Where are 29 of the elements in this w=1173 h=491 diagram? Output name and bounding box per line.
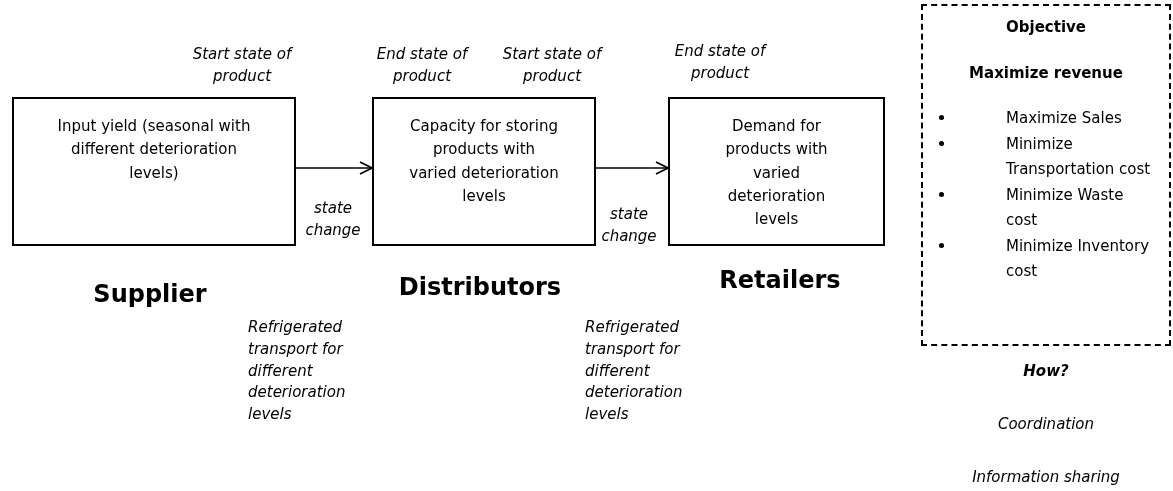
annotation-text: Coordination (996, 414, 1096, 435)
box-text: Capacity for storing products with varied deterioration levels (408, 116, 560, 207)
objective-item: Minimize Inventory cost (1006, 235, 1151, 282)
annotation-text: Start state of product (191, 44, 294, 87)
arrow (295, 161, 373, 175)
process-box (12, 97, 296, 246)
objective-heading: Maximize revenue (969, 64, 1123, 82)
annotation-text: End state of product (375, 44, 470, 87)
annotation-text: Start state of product (501, 44, 604, 87)
objective-heading: Objective (1006, 18, 1086, 36)
annotation-text: state change (600, 204, 658, 247)
annotation-text: Refrigerated transport for different deterioration levels (248, 317, 347, 425)
annotation-text: Refrigerated transport for different deterioration levels (585, 317, 684, 425)
annotation-text: Information sharing (971, 467, 1121, 488)
box-text: Demand for products with varied deterioration levels (724, 116, 829, 230)
box-text: Input yield (seasonal with different deterioration levels) (56, 116, 252, 184)
objective-item: Minimize Waste cost (1006, 184, 1125, 231)
process-box (372, 97, 596, 246)
arrow (595, 161, 669, 175)
stage-title: Distributors (397, 273, 563, 301)
objective-item: Minimize Transportation cost (1006, 133, 1152, 180)
stage-title: Retailers (718, 266, 842, 294)
stage-title: Supplier (92, 280, 208, 308)
process-box (668, 97, 885, 246)
objective-box (921, 4, 1171, 346)
annotation-text: End state of product (673, 41, 768, 84)
annotation-text: state change (304, 198, 362, 241)
annotation-text: How? (1022, 361, 1070, 382)
objective-item: Maximize Sales (1006, 108, 1122, 129)
